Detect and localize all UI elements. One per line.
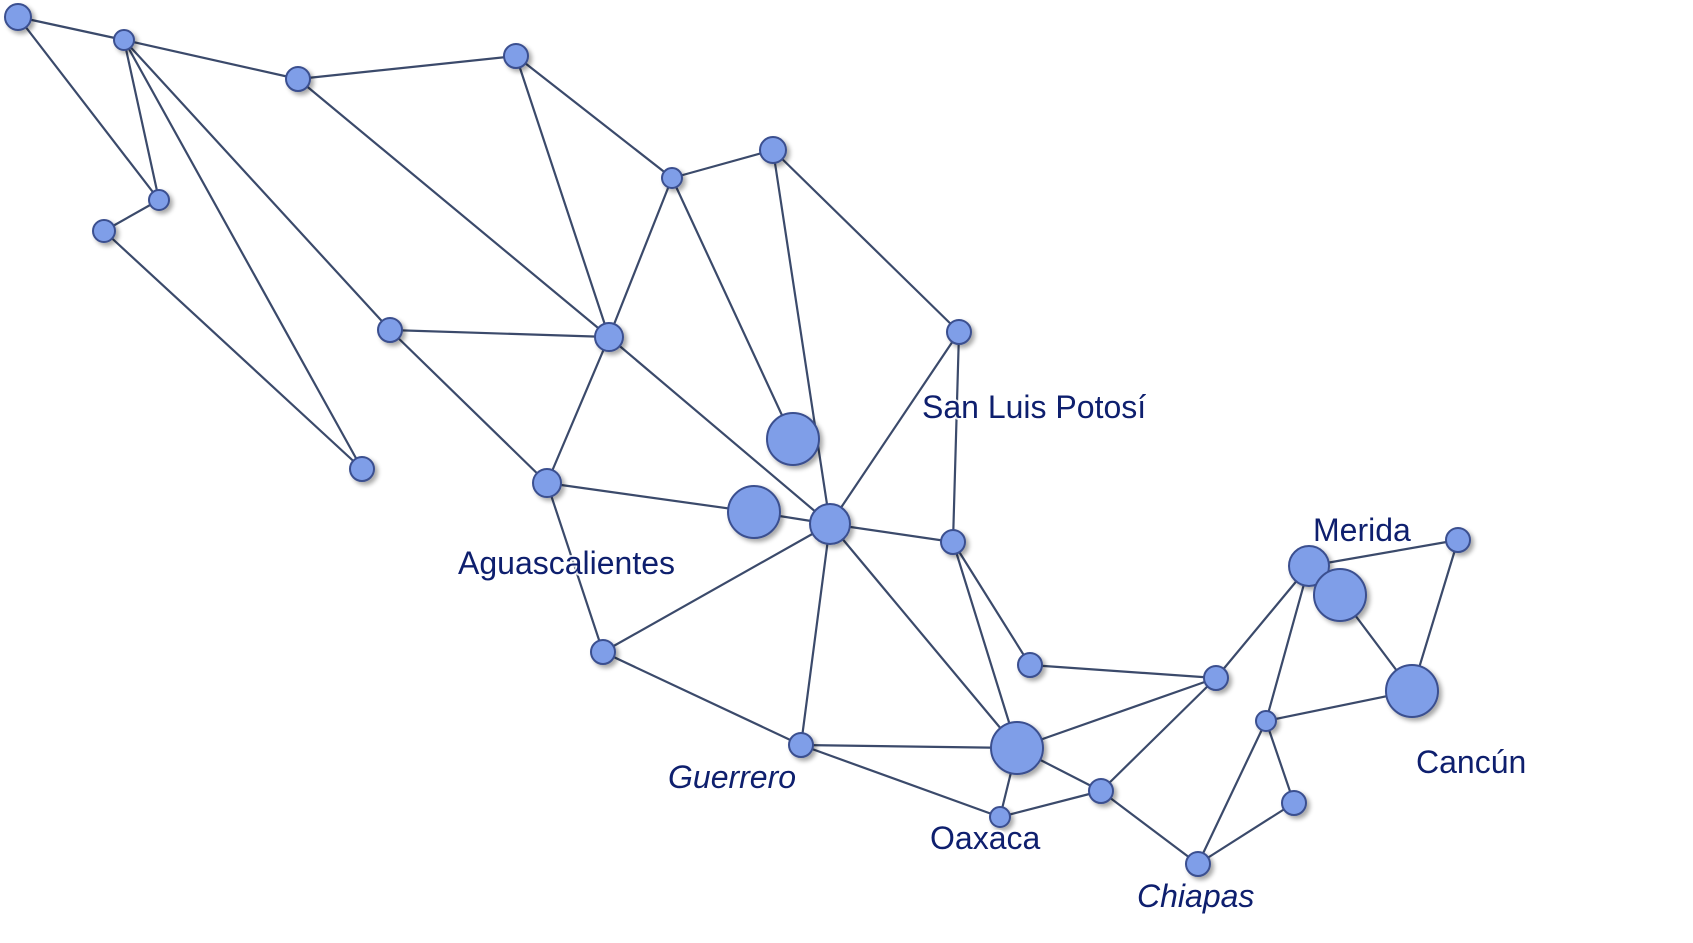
graph-edge — [388, 328, 549, 485]
graph-edge — [1264, 719, 1296, 805]
graph-node-large — [1288, 545, 1330, 587]
graph-node — [92, 219, 116, 243]
graph-edge — [16, 15, 161, 202]
graph-edge — [1264, 564, 1311, 723]
graph-edge — [771, 148, 832, 526]
graph-edge — [545, 481, 605, 654]
graph-edge — [771, 148, 961, 334]
graph-node — [1185, 851, 1211, 877]
graph-edge — [16, 15, 126, 42]
graph-edge — [296, 54, 518, 81]
label-guerrero: Guerrero — [668, 759, 796, 795]
label-cancun: Cancún — [1416, 744, 1526, 780]
edge-layer — [16, 15, 1460, 866]
graph-edge — [607, 176, 674, 339]
graph-edge — [102, 229, 364, 471]
graph-edge — [670, 176, 795, 441]
graph-edge — [1099, 789, 1200, 866]
graph-node — [661, 167, 683, 189]
graph-node — [940, 529, 966, 555]
graph-edge — [296, 77, 611, 339]
graph-edge — [607, 335, 832, 526]
graph-node — [1255, 710, 1277, 732]
graph-edge — [951, 540, 1019, 750]
graph-edge — [122, 38, 161, 202]
graph-node — [148, 189, 170, 211]
graph-edge — [670, 148, 775, 180]
graph-edge — [828, 330, 961, 526]
graph-edge — [601, 522, 832, 654]
label-oaxaca: Oaxaca — [930, 820, 1040, 856]
graph-edge — [122, 38, 364, 471]
node-layer — [4, 3, 1471, 877]
graph-edge — [998, 789, 1103, 819]
label-merida: Merida — [1313, 512, 1411, 548]
graph-edge — [1015, 676, 1218, 750]
graph-edge — [799, 743, 1002, 819]
graph-node-large — [766, 412, 820, 466]
graph-edge — [122, 38, 300, 81]
graph-edge — [799, 522, 832, 747]
graph-edge — [828, 522, 1019, 750]
graph-node — [590, 639, 616, 665]
graph-edge — [1196, 719, 1268, 866]
graph-node-large — [809, 503, 851, 545]
graph-node — [759, 136, 787, 164]
label-aguascalientes: Aguascalientes — [458, 545, 675, 581]
label-chiapas: Chiapas — [1137, 878, 1254, 914]
graph-node — [4, 3, 32, 31]
graph-node — [377, 317, 403, 343]
graph-node-large — [727, 485, 781, 539]
graph-node — [1281, 790, 1307, 816]
label-layer: San Luis Potosí Aguascalientes Merida Ca… — [456, 387, 1528, 916]
graph-node-large — [1385, 664, 1439, 718]
graph-edge — [514, 54, 674, 180]
graph-edge — [122, 38, 392, 332]
graph-edge — [545, 335, 611, 485]
graph-node — [946, 319, 972, 345]
graph-node — [594, 322, 624, 352]
graph-node — [532, 468, 562, 498]
graph-edge — [1099, 676, 1218, 793]
graph-node-large — [990, 721, 1044, 775]
graph-node — [989, 806, 1011, 828]
graph-node — [788, 732, 814, 758]
graph-node — [503, 43, 529, 69]
graph-edge — [799, 743, 1019, 750]
graph-node — [349, 456, 375, 482]
graph-node — [1088, 778, 1114, 804]
label-san-luis-potosi: San Luis Potosí — [922, 389, 1146, 425]
graph-node — [1017, 652, 1043, 678]
graph-edge — [388, 328, 611, 339]
graph-edge — [1214, 564, 1311, 680]
graph-edge — [1196, 801, 1296, 866]
graph-node — [1445, 527, 1471, 553]
graph-node — [285, 66, 311, 92]
graph-edge — [514, 54, 611, 339]
graph-edge — [1028, 663, 1218, 680]
graph-edge — [1307, 538, 1460, 568]
graph-edge — [601, 650, 803, 747]
graph-edge — [951, 540, 1032, 667]
graph-node — [113, 29, 135, 51]
graph-node — [1203, 665, 1229, 691]
graph-edge — [951, 330, 961, 544]
graph-node-large — [1313, 568, 1367, 622]
graph-edge — [545, 481, 756, 514]
